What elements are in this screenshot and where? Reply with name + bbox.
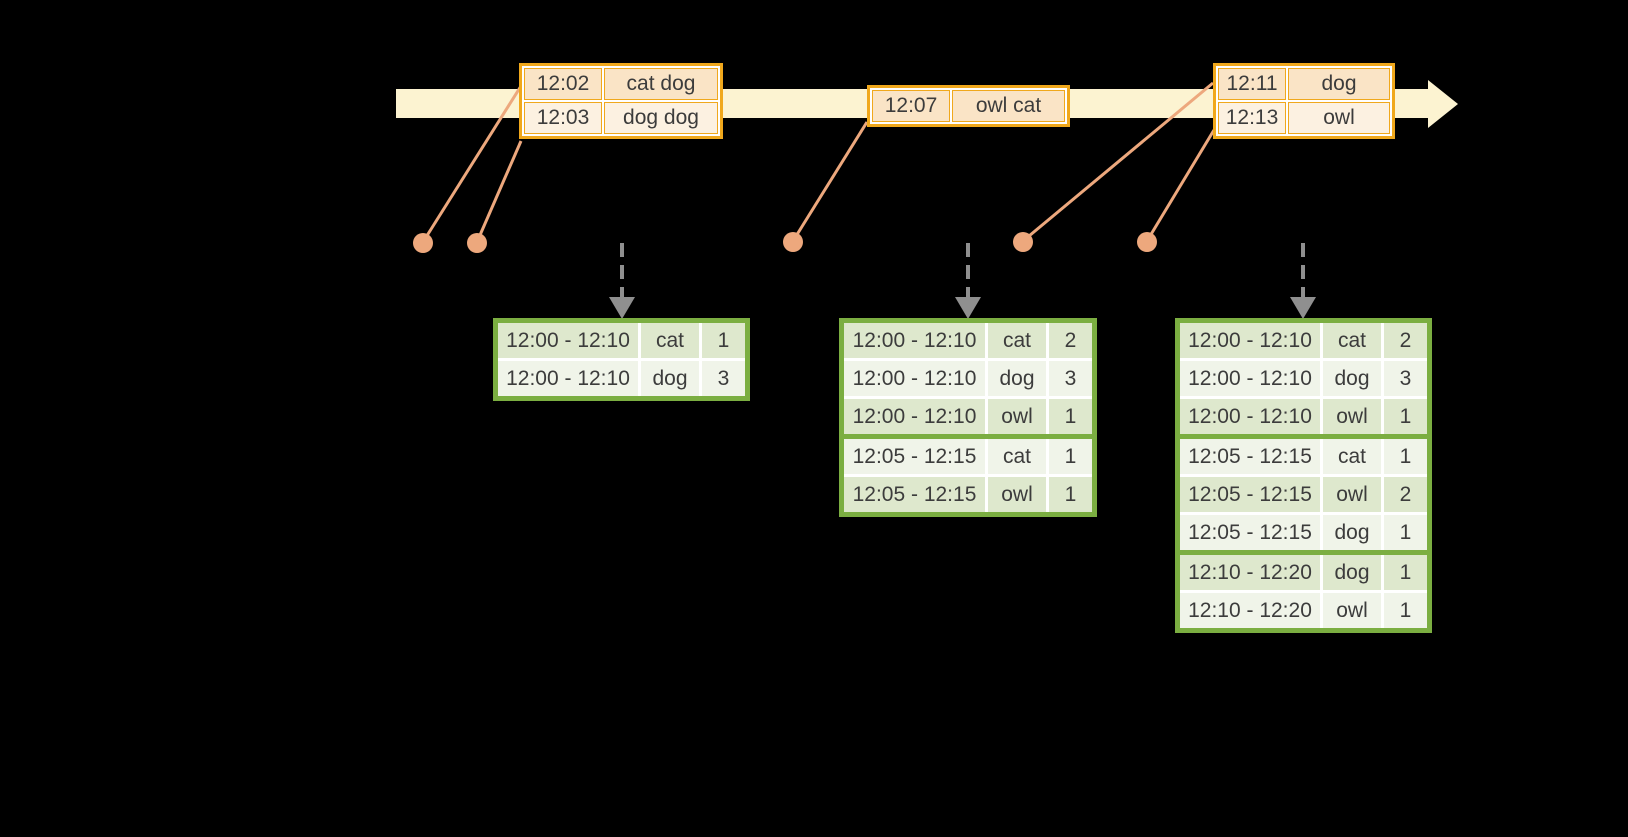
result-window-cell: 12:00 - 12:10 bbox=[1180, 323, 1320, 358]
connector-line bbox=[791, 121, 869, 242]
result-word-cell: cat bbox=[641, 323, 699, 358]
result-window-cell: 12:00 - 12:10 bbox=[1180, 361, 1320, 396]
result-window-cell: 12:05 - 12:15 bbox=[844, 477, 985, 512]
result-word-cell: owl bbox=[1323, 399, 1381, 434]
result-count-cell: 3 bbox=[1384, 361, 1427, 396]
event-time-cell: 12:03 bbox=[524, 102, 602, 134]
result-count-cell: 2 bbox=[1049, 323, 1092, 358]
result-word-cell: cat bbox=[988, 323, 1046, 358]
result-count-cell: 1 bbox=[1384, 399, 1427, 434]
trigger-arrowhead-icon bbox=[955, 297, 981, 319]
result-count-cell: 3 bbox=[1049, 361, 1092, 396]
event-words-cell: dog dog bbox=[604, 102, 718, 134]
result-window-cell: 12:00 - 12:10 bbox=[498, 361, 638, 396]
result-count-cell: 1 bbox=[1049, 399, 1092, 434]
result-count-cell: 1 bbox=[1384, 515, 1427, 550]
event-words-cell: dog bbox=[1288, 68, 1390, 100]
result-count-cell: 3 bbox=[702, 361, 745, 396]
result-window-cell: 12:00 - 12:10 bbox=[844, 361, 985, 396]
timeline-arrowhead-icon bbox=[1428, 80, 1458, 128]
result-word-cell: cat bbox=[988, 439, 1046, 474]
result-window-cell: 12:10 - 12:20 bbox=[1180, 593, 1320, 628]
event-dot bbox=[467, 233, 487, 253]
connector-line bbox=[1022, 81, 1214, 243]
event-time-cell: 12:02 bbox=[524, 68, 602, 100]
result-word-cell: owl bbox=[1323, 477, 1381, 512]
result-word-cell: cat bbox=[1323, 439, 1381, 474]
connector-line bbox=[475, 140, 523, 243]
event-dot bbox=[413, 233, 433, 253]
event-words-cell: owl cat bbox=[952, 90, 1065, 122]
event-dot bbox=[1137, 232, 1157, 252]
result-window-cell: 12:00 - 12:10 bbox=[844, 399, 985, 434]
result-word-cell: dog bbox=[641, 361, 699, 396]
result-count-cell: 2 bbox=[1384, 477, 1427, 512]
event-words-cell: cat dog bbox=[604, 68, 718, 100]
result-window-cell: 12:00 - 12:10 bbox=[844, 323, 985, 358]
result-word-cell: owl bbox=[1323, 593, 1381, 628]
result-word-cell: dog bbox=[988, 361, 1046, 396]
result-window-cell: 12:10 - 12:20 bbox=[1180, 555, 1320, 590]
trigger-arrowhead-icon bbox=[1290, 297, 1316, 319]
event-time-cell: 12:13 bbox=[1218, 102, 1286, 134]
result-window-cell: 12:05 - 12:15 bbox=[1180, 439, 1320, 474]
event-dot bbox=[783, 232, 803, 252]
result-word-cell: dog bbox=[1323, 555, 1381, 590]
result-window-cell: 12:05 - 12:15 bbox=[844, 439, 985, 474]
connector-line bbox=[421, 85, 523, 243]
result-count-cell: 2 bbox=[1384, 323, 1427, 358]
event-time-cell: 12:07 bbox=[872, 90, 950, 122]
event-words-cell: owl bbox=[1288, 102, 1390, 134]
result-window-cell: 12:05 - 12:15 bbox=[1180, 477, 1320, 512]
result-count-cell: 1 bbox=[1049, 439, 1092, 474]
result-count-cell: 1 bbox=[1384, 593, 1427, 628]
result-count-cell: 1 bbox=[1384, 555, 1427, 590]
result-word-cell: cat bbox=[1323, 323, 1381, 358]
result-word-cell: dog bbox=[1323, 361, 1381, 396]
trigger-arrowhead-icon bbox=[609, 297, 635, 319]
result-word-cell: owl bbox=[988, 399, 1046, 434]
result-window-cell: 12:00 - 12:10 bbox=[1180, 399, 1320, 434]
event-time-cell: 12:11 bbox=[1218, 68, 1286, 100]
result-word-cell: owl bbox=[988, 477, 1046, 512]
result-word-cell: dog bbox=[1323, 515, 1381, 550]
result-count-cell: 1 bbox=[1049, 477, 1092, 512]
result-window-cell: 12:05 - 12:15 bbox=[1180, 515, 1320, 550]
result-count-cell: 1 bbox=[702, 323, 745, 358]
connector-line bbox=[1145, 129, 1216, 242]
result-count-cell: 1 bbox=[1384, 439, 1427, 474]
result-window-cell: 12:00 - 12:10 bbox=[498, 323, 638, 358]
event-dot bbox=[1013, 232, 1033, 252]
